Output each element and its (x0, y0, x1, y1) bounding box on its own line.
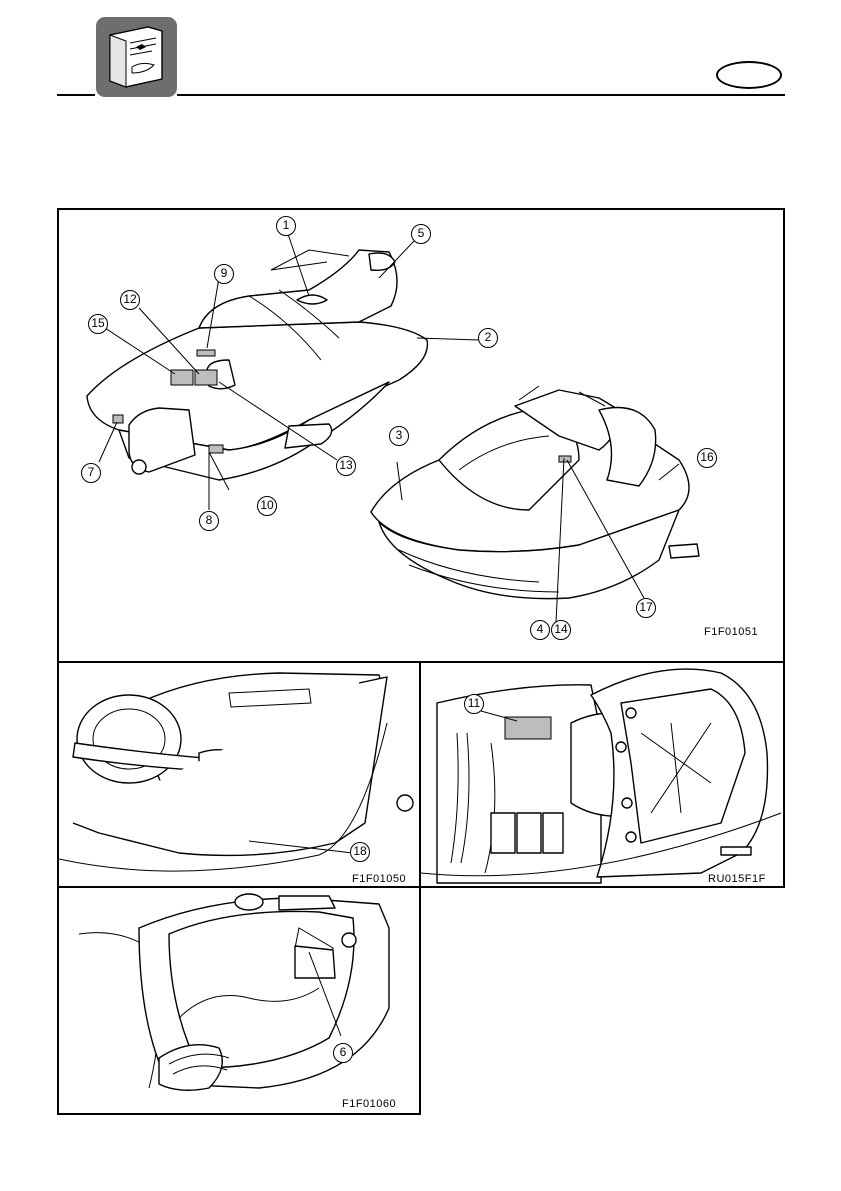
callout-10: 10 (257, 496, 277, 516)
callout-3: 3 (389, 426, 409, 446)
callout-7: 7 (81, 463, 101, 483)
callout-2: 2 (478, 328, 498, 348)
header-rule-left (57, 94, 95, 96)
figure-storage-panel: F1F01060 (57, 886, 421, 1115)
watercraft-front-view (371, 386, 699, 622)
callout-4: 4 (530, 620, 550, 640)
callout-6: 6 (333, 1043, 353, 1063)
figure-code-engine-bay: F1F01050 (352, 873, 406, 885)
figure-main-panel: F1F01051 (57, 208, 785, 663)
callout-15: 15 (88, 314, 108, 334)
watercraft-rear-view (87, 250, 479, 480)
storage-compartment-drawing (59, 888, 421, 1115)
manual-book-icon (96, 17, 177, 97)
callout-11: 11 (464, 694, 484, 714)
callout-17: 17 (636, 598, 656, 618)
callout-8: 8 (199, 511, 219, 531)
watercraft-overview-drawing (59, 210, 785, 663)
callout-13: 13 (336, 456, 356, 476)
figure-code-rear-hatch: RU015F1F (708, 873, 766, 885)
figure-code-storage: F1F01060 (342, 1098, 396, 1110)
callout-1: 1 (276, 216, 296, 236)
callout-5: 5 (411, 224, 431, 244)
callout-18: 18 (350, 842, 370, 862)
callout-12: 12 (120, 290, 140, 310)
callout-16: 16 (697, 448, 717, 468)
callout-9: 9 (214, 264, 234, 284)
figure-code-main: F1F01051 (704, 626, 758, 638)
callout-14: 14 (551, 620, 571, 640)
language-badge (716, 61, 782, 89)
header-rule-right (177, 94, 785, 96)
